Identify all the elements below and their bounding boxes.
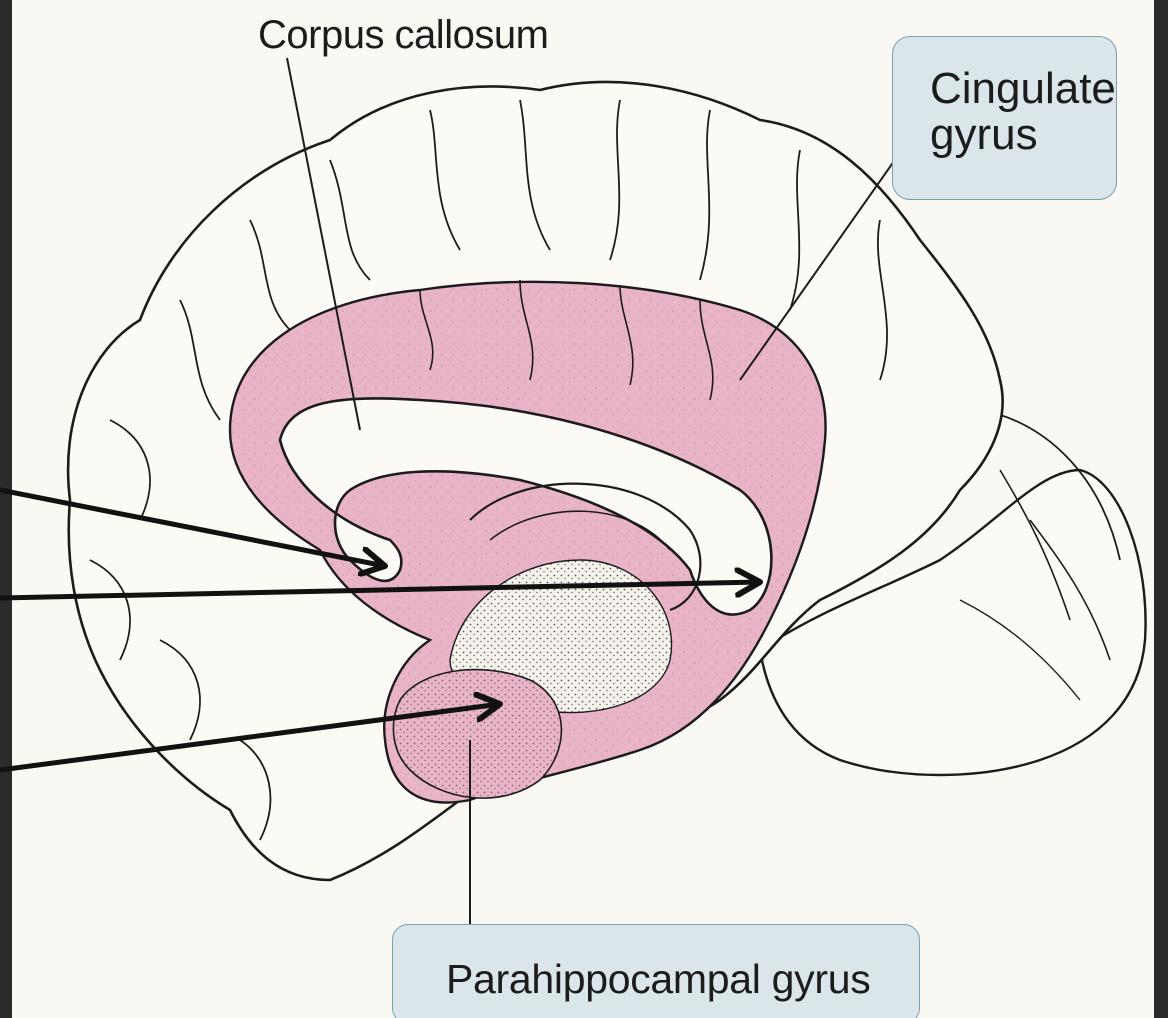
- label-parahippocampal-gyrus: Parahippocampal gyrus: [446, 958, 870, 1001]
- label-cingulate-gyrus: Cingulate gyrus: [930, 66, 1116, 158]
- label-corpus-callosum: Corpus callosum: [258, 14, 548, 56]
